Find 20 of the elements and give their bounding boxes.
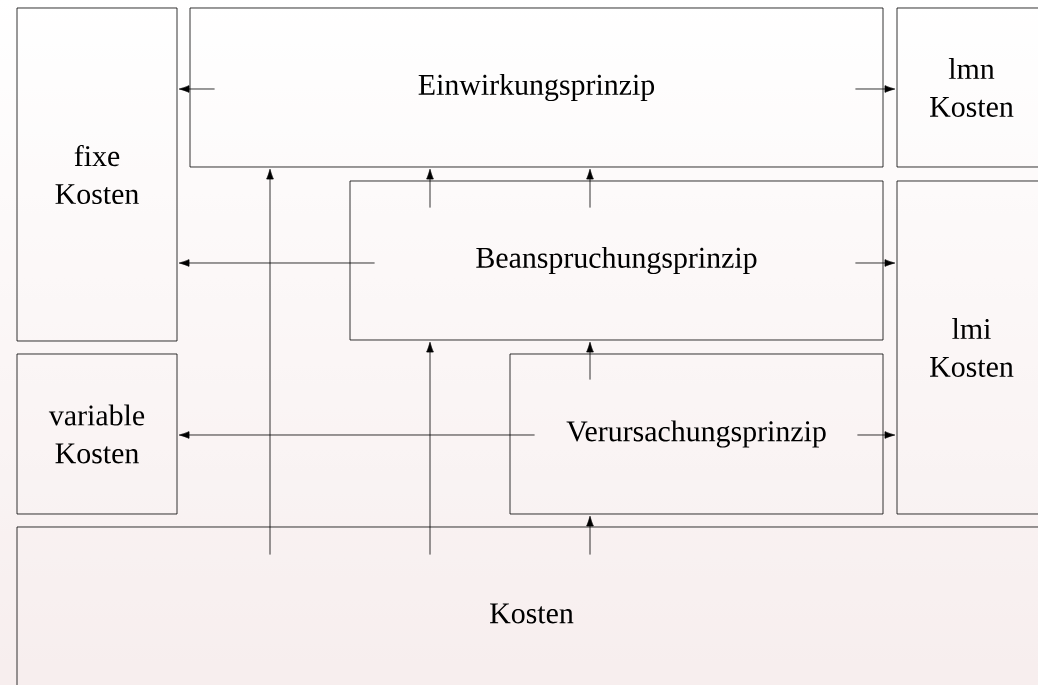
arrow: [178, 259, 375, 267]
arrow: [586, 341, 594, 380]
arrow: [586, 515, 594, 555]
arrow: [586, 168, 594, 208]
text-box: variable Kosten: [16, 353, 178, 515]
text-box: Beanspruchungsprinzip: [349, 180, 884, 341]
text-box: Einwirkungsprinzip: [189, 7, 884, 168]
text-box: Verursachungsprinzip: [509, 353, 884, 515]
arrow: [855, 85, 896, 93]
arrow: [178, 431, 535, 439]
arrow: [266, 168, 274, 555]
arrow: [857, 431, 896, 439]
arrow: [426, 341, 434, 555]
arrow: [426, 168, 434, 208]
arrow: [178, 85, 215, 93]
text-box: fixe Kosten: [16, 7, 178, 342]
text-box: Kosten: [16, 526, 1038, 685]
text-box: lmi Kosten: [896, 180, 1038, 515]
text-box: lmn Kosten: [896, 7, 1038, 168]
arrow: [855, 259, 896, 267]
